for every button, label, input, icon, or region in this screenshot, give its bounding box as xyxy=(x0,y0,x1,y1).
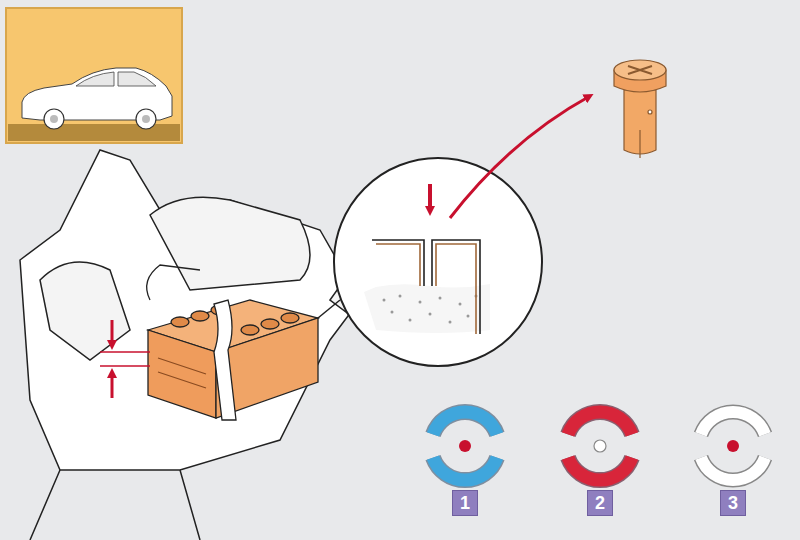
level-marks xyxy=(100,320,150,398)
callout-number: 2 xyxy=(587,490,613,516)
callout-text: 3 xyxy=(728,494,738,512)
magnifier xyxy=(318,96,590,366)
callout-number: 1 xyxy=(452,490,478,516)
car-inset xyxy=(6,8,182,143)
callout-number: 3 xyxy=(720,490,746,516)
battery xyxy=(147,265,318,420)
callout-text: 2 xyxy=(595,494,605,512)
hydrometer-indicator xyxy=(433,412,765,480)
callout-text: 1 xyxy=(460,494,470,512)
filler-plug xyxy=(614,60,666,158)
